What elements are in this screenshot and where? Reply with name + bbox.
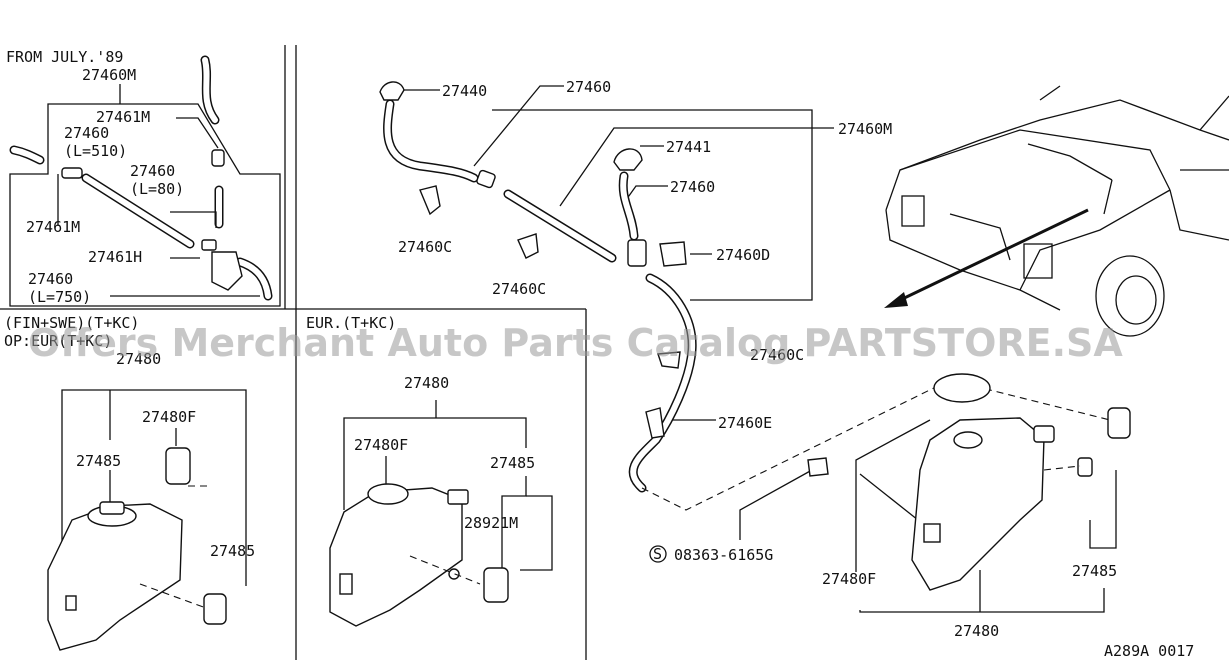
label-27460D: 27460D: [716, 246, 770, 264]
label-27480F: 27480F: [142, 408, 196, 426]
label-27441: 27441: [666, 138, 711, 156]
label-27461M-a: 27461M: [96, 108, 150, 126]
header-op-eur: OP:EUR(T+KC): [4, 332, 112, 350]
label-27480: 27480: [954, 622, 999, 640]
label-27461H: 27461H: [88, 248, 142, 266]
panel-top-left: FROM JULY.'89 27460M 27461M 27460 (L=510…: [6, 48, 281, 307]
screw-symbol-circle: [649, 545, 667, 563]
header-fin-swe: (FIN+SWE)(T+KC): [4, 314, 139, 332]
screw-symbol: S: [653, 545, 662, 563]
label-27485: 27485: [1072, 562, 1117, 580]
main-diagram: 27440 27460 27460M 27441 27460 27460C 27…: [379, 78, 1229, 660]
label-27460-c: 27460: [28, 270, 73, 288]
label-27440: 27440: [442, 82, 487, 100]
label-l80: (L=80): [130, 180, 184, 198]
label-27485-a: 27485: [76, 452, 121, 470]
label-27485: 27485: [490, 454, 535, 472]
label-27460-b: 27460: [130, 162, 175, 180]
panel-frames: [0, 45, 587, 660]
label-27460C-c: 27460C: [750, 346, 804, 364]
label-27460-a: 27460: [566, 78, 611, 96]
vehicle-illustration: [885, 85, 1229, 337]
label-28921M: 28921M: [464, 514, 518, 532]
panel-bottom-mid: EUR.(T+KC) 27480 27480F 27485 28921M: [306, 314, 553, 627]
watermark: Offers Merchant Auto Parts Catalog PARTS…: [28, 321, 1123, 365]
diagram-code: A289A 0017: [1104, 642, 1194, 660]
label-27460C-b: 27460C: [492, 280, 546, 298]
label-27461M-b: 27461M: [26, 218, 80, 236]
label-27480F: 27480F: [354, 436, 408, 454]
label-27480: 27480: [116, 350, 161, 368]
label-27460M: 27460M: [838, 120, 892, 138]
label-27460E: 27460E: [718, 414, 772, 432]
label-27480F: 27480F: [822, 570, 876, 588]
label-l750: (L=750): [28, 288, 91, 306]
label-27460-a: 27460: [64, 124, 109, 142]
label-27460C-a: 27460C: [398, 238, 452, 256]
panel-bottom-left: (FIN+SWE)(T+KC) OP:EUR(T+KC) 27480 27480…: [4, 314, 255, 651]
label-27460-b: 27460: [670, 178, 715, 196]
header-eur: EUR.(T+KC): [306, 314, 396, 332]
arrow-head: [884, 292, 908, 308]
header-from-july: FROM JULY.'89: [6, 48, 123, 66]
label-l510: (L=510): [64, 142, 127, 160]
label-27480: 27480: [404, 374, 449, 392]
label-27460M: 27460M: [82, 66, 136, 84]
label-screw: 08363-6165G: [674, 546, 773, 564]
label-27485-b: 27485: [210, 542, 255, 560]
